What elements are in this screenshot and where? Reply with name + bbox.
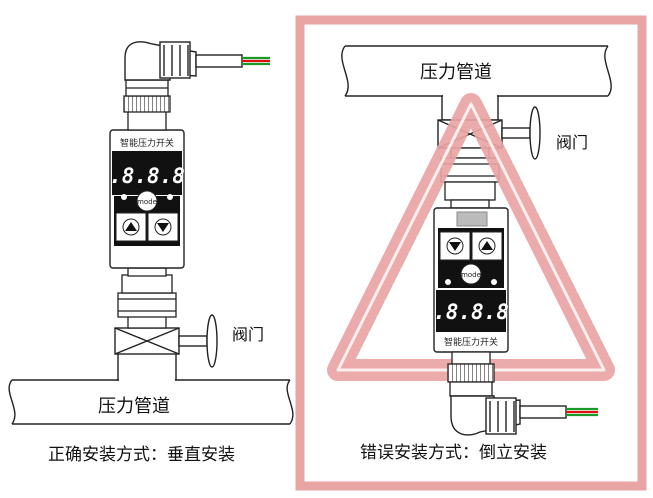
valve-label-left: 阀门 (232, 325, 264, 344)
upper-nut-left (123, 79, 171, 131)
cable-connector-left (124, 41, 243, 81)
lower-nut-right (447, 351, 495, 397)
up-arrow-icon[interactable] (471, 231, 503, 261)
caption-wrong: 错误安装方式：倒立安装 (360, 443, 547, 463)
cable-wires-left (242, 56, 270, 66)
display-panel-right (436, 290, 506, 332)
down-arrow-icon[interactable] (439, 231, 471, 261)
pipe-label-right: 压力管道 (420, 62, 492, 83)
caption-correct: 正确安装方式：垂直安装 (48, 445, 235, 465)
correct-installation-panel: 阀门 压力管道 智能压力开关 8.8.8.8. mode (8, 41, 294, 465)
wrong-installation-panel: 压力管道 阀门 (295, 15, 647, 491)
valve-label-right: 阀门 (556, 133, 588, 152)
display-readout-left: 8.8.8.8. (96, 164, 197, 188)
mode-label-left: mode (137, 198, 157, 206)
mode-button-left[interactable] (136, 190, 158, 212)
up-arrow-icon[interactable] (115, 212, 147, 242)
pressure-switch-left: 智能压力开关 8.8.8.8. mode (96, 129, 198, 269)
warning-frame (295, 15, 647, 491)
display-panel-left (112, 151, 182, 195)
cable-connector-right (450, 395, 567, 436)
cable-wires-right (566, 407, 598, 417)
mode-button-right[interactable] (460, 263, 482, 285)
connector-nut-left (117, 267, 177, 329)
pressure-pipe-left (8, 351, 294, 425)
mode-label-right: mode (461, 271, 481, 279)
valve-left (114, 314, 218, 368)
device-title-left: 智能压力开关 (120, 137, 174, 149)
device-title-right: 智能压力开关 (444, 336, 498, 348)
pipe-label-left: 压力管道 (98, 396, 170, 417)
down-arrow-icon[interactable] (147, 212, 179, 242)
display-readout-right: 8.8.8.8. (420, 300, 521, 324)
pressure-switch-right: mode 8.8.8.8. 智能压力开关 (420, 207, 522, 353)
tee-joint-left (119, 378, 175, 382)
